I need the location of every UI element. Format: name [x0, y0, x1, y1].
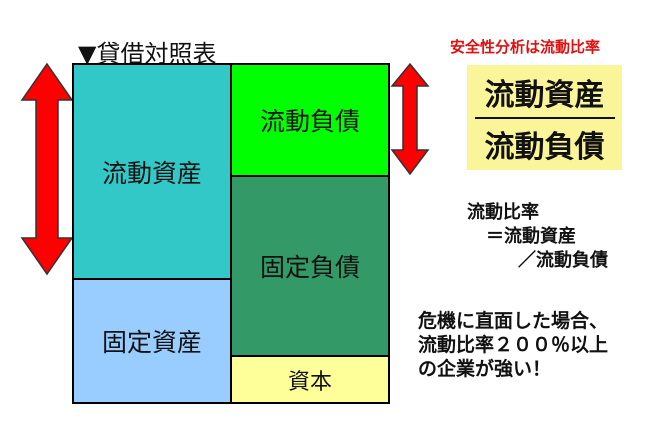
safety-analysis-note: 安全性分析は流動比率 — [450, 38, 601, 56]
fixed-assets-label: 固定資産 — [101, 328, 202, 357]
current-liabilities-block: 流動負債 — [230, 63, 390, 177]
current-assets-block: 流動資産 — [72, 63, 232, 280]
fixed-liabilities-block: 固定負債 — [230, 175, 390, 357]
fraction-denominator: 流動負債 — [484, 129, 605, 165]
fixed-assets-block: 固定資産 — [72, 278, 232, 404]
fraction-line — [474, 116, 615, 119]
conclusion-line-1: 危機に直面した場合、 — [418, 310, 609, 332]
formula-line-3: ／流動負債 — [518, 250, 608, 271]
double-arrow-left-icon — [20, 62, 74, 276]
conclusion-line-2: 流動比率２００％以上 — [418, 334, 609, 356]
capital-block: 資本 — [230, 355, 390, 404]
formula-line-2: ＝流動資産 — [486, 226, 576, 247]
conclusion-line-3: の企業が強い！ — [418, 358, 552, 380]
formula-line-1: 流動比率 — [467, 202, 539, 223]
fraction-numerator: 流動資産 — [484, 77, 605, 113]
fixed-liabilities-label: 固定負債 — [259, 253, 360, 282]
double-arrow-right-icon — [390, 62, 430, 176]
current-liabilities-label: 流動負債 — [259, 107, 360, 136]
current-assets-label: 流動資産 — [101, 158, 202, 188]
capital-label: 資本 — [287, 369, 332, 395]
current-ratio-fraction: 流動資産 流動負債 — [467, 65, 622, 170]
